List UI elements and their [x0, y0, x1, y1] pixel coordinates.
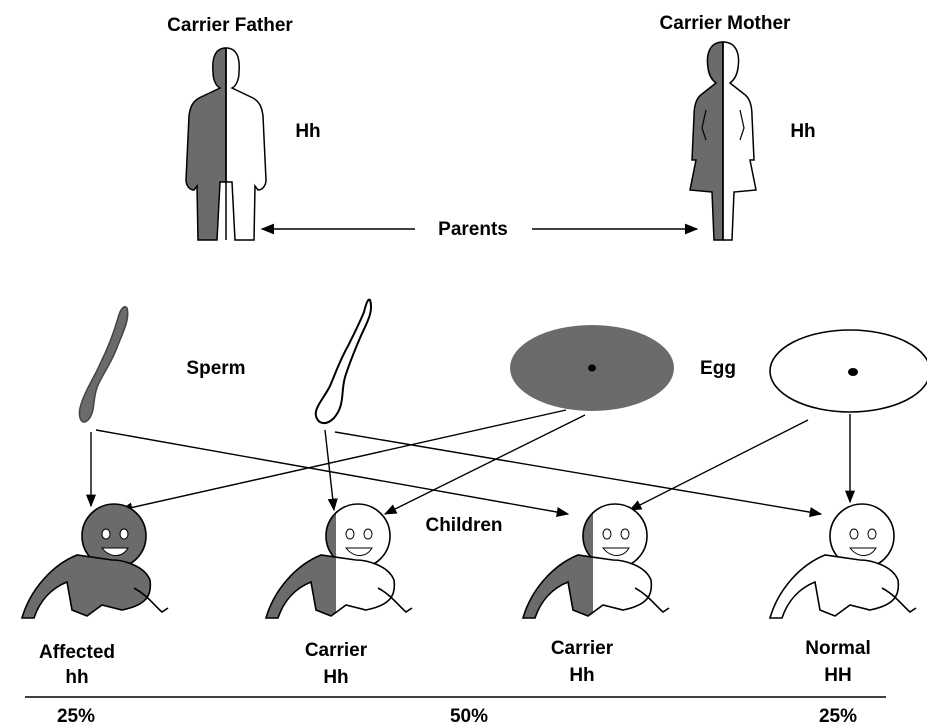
father-title: Carrier Father [167, 15, 293, 36]
child-1-phenotype: Affected [39, 642, 115, 663]
children-label: Children [425, 515, 502, 536]
child-3-genotype: Hh [569, 665, 594, 686]
egg-normal-icon [770, 330, 927, 412]
father-figure-icon [186, 48, 266, 240]
cross-arrows [91, 410, 850, 514]
percent-carrier: 50% [450, 706, 488, 724]
mother-title: Carrier Mother [660, 13, 792, 34]
sperm-normal-icon [316, 300, 371, 423]
child-1-genotype: hh [65, 667, 88, 688]
egg-affected-icon [510, 325, 674, 411]
mother-genotype: Hh [790, 121, 815, 142]
child-carrier-2-icon [523, 504, 669, 618]
percent-affected: 25% [57, 706, 95, 724]
egg-label: Egg [700, 358, 736, 379]
child-2-genotype: Hh [323, 667, 348, 688]
child-carrier-1-icon [266, 504, 412, 618]
child-4-phenotype: Normal [805, 638, 870, 659]
sperm-label: Sperm [186, 358, 245, 379]
father-genotype: Hh [295, 121, 320, 142]
child-normal-icon [770, 504, 916, 618]
child-3-phenotype: Carrier [551, 638, 614, 659]
percent-normal: 25% [819, 706, 857, 724]
child-2-phenotype: Carrier [305, 640, 368, 661]
sperm-affected-icon [79, 307, 127, 422]
parents-label: Parents [438, 219, 508, 240]
child-affected-icon [22, 504, 168, 618]
mother-figure-icon [690, 42, 756, 240]
child-4-genotype: HH [824, 665, 851, 686]
